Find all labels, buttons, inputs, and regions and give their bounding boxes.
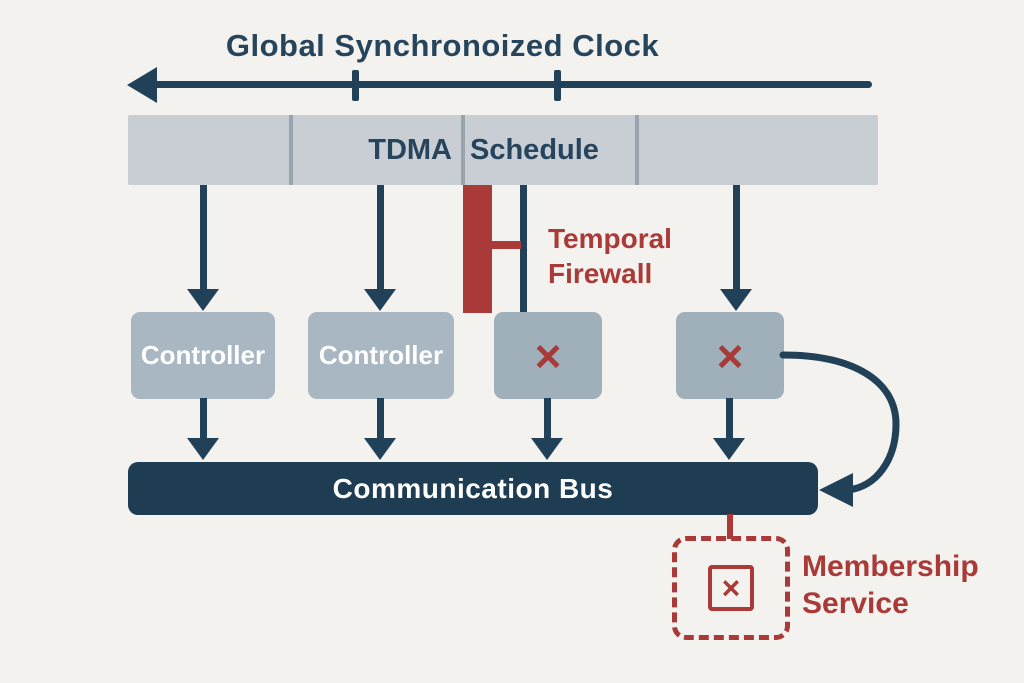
bus-to-membership-line <box>727 514 733 539</box>
schedule-label: Schedule <box>470 134 599 166</box>
membership-label-line1: Membership <box>802 550 979 583</box>
membership-service-box: × <box>672 536 790 640</box>
down-arrow-icon <box>713 438 745 460</box>
membership-service-label: Membership Service <box>802 548 979 622</box>
clock-tick-2 <box>554 70 561 101</box>
temporal-firewall-label: Temporal Firewall <box>548 221 672 291</box>
tdma-schedule-bar: TDMA Schedule <box>128 115 878 185</box>
x-mark-icon: × <box>534 329 562 382</box>
down-arrow-icon <box>187 289 219 311</box>
firewall-label-line1: Temporal <box>548 223 672 254</box>
down-arrow-icon <box>531 438 563 460</box>
temporal-firewall-bar <box>463 185 492 313</box>
node4-to-bus-arrow-stem <box>726 398 733 440</box>
bar-to-node3-line <box>520 185 527 317</box>
firewall-connector-line <box>492 241 521 249</box>
firewall-label-line2: Firewall <box>548 258 653 289</box>
down-arrow-icon <box>187 438 219 460</box>
clock-title: Global Synchronoized Clock <box>225 28 660 63</box>
node3-to-bus-arrow-stem <box>544 398 551 440</box>
controller-box-2: Controller <box>308 312 454 399</box>
failed-node-box-4: × <box>676 312 784 399</box>
clock-timeline-line <box>150 81 872 88</box>
x-mark-icon: × <box>716 329 744 382</box>
left-arrow-icon <box>819 473 853 507</box>
bus-label: Communication Bus <box>332 472 614 504</box>
left-arrow-icon <box>127 67 157 103</box>
controller-label: Controller <box>318 340 444 370</box>
tdma-segment-divider <box>289 115 293 185</box>
bar-to-node1-arrow-stem <box>200 185 207 291</box>
down-arrow-icon <box>364 438 396 460</box>
tdma-segment-divider <box>461 115 465 185</box>
communication-bus: Communication Bus <box>128 462 818 515</box>
node2-to-bus-arrow-stem <box>377 398 384 440</box>
down-arrow-icon <box>720 289 752 311</box>
bar-to-node2-arrow-stem <box>377 185 384 291</box>
node1-to-bus-arrow-stem <box>200 398 207 440</box>
tdma-label: TDMA <box>368 134 452 166</box>
down-arrow-icon <box>364 289 396 311</box>
tdma-segment-divider <box>635 115 639 185</box>
bar-to-node4-arrow-stem <box>733 185 740 291</box>
clock-tick-1 <box>352 70 359 101</box>
x-mark-icon: × <box>721 570 741 606</box>
membership-x-square: × <box>708 565 754 611</box>
controller-box-1: Controller <box>131 312 275 399</box>
failed-node-box-3: × <box>494 312 602 399</box>
membership-label-line2: Service <box>802 587 909 620</box>
controller-label: Controller <box>140 340 266 370</box>
